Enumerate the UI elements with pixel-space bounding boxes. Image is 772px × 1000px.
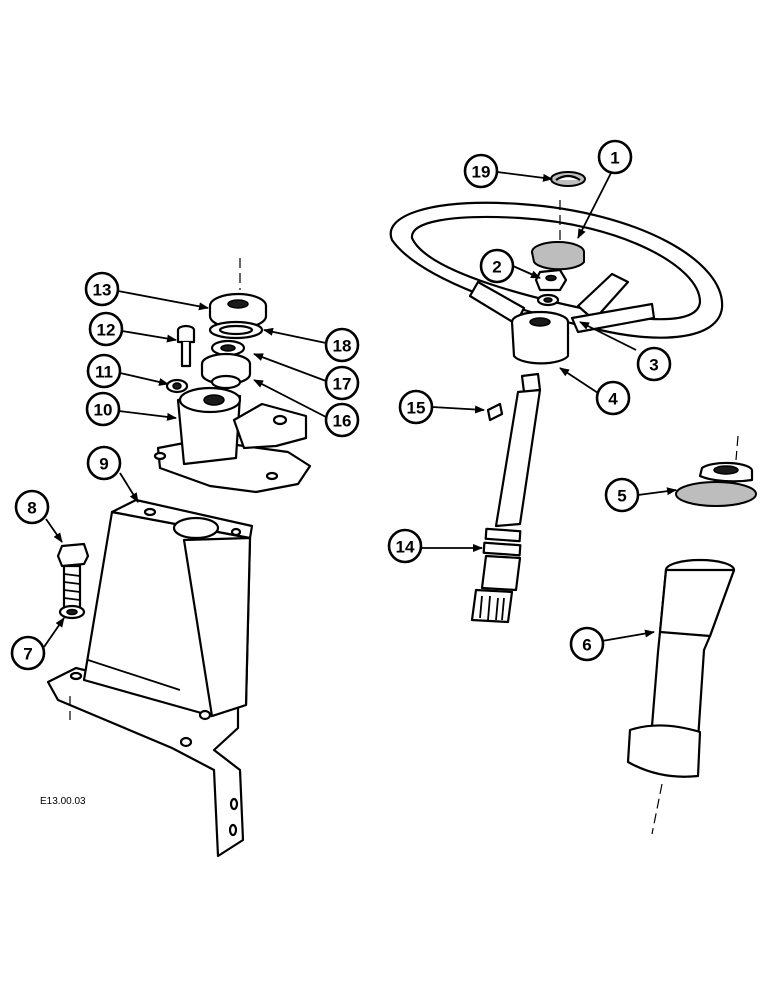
svg-text:6: 6	[582, 636, 591, 655]
bearing-stack	[165, 258, 268, 394]
column-tube	[626, 558, 736, 835]
callout-7: 7	[10, 635, 46, 671]
steering-housing	[153, 386, 312, 494]
callout-14: 14	[387, 528, 423, 564]
callout-4: 4	[595, 380, 631, 416]
callout-13: 13	[84, 271, 120, 307]
svg-text:1: 1	[610, 149, 619, 168]
callout-8: 8	[14, 489, 50, 525]
svg-text:3: 3	[649, 356, 658, 375]
nut-and-washer	[534, 268, 568, 307]
svg-text:15: 15	[407, 399, 426, 418]
callout-2: 2	[479, 248, 515, 284]
svg-text:5: 5	[617, 487, 626, 506]
callout-18: 18	[324, 327, 360, 363]
rubber-boot	[675, 435, 757, 507]
svg-text:13: 13	[93, 281, 112, 300]
callout-17: 17	[324, 365, 360, 401]
steering-shaft	[470, 372, 542, 624]
svg-text:11: 11	[95, 363, 113, 382]
callout-11: 11	[86, 353, 122, 389]
svg-text:12: 12	[97, 321, 116, 340]
callout-5: 5	[604, 477, 640, 513]
svg-text:18: 18	[333, 337, 352, 356]
svg-text:7: 7	[23, 645, 32, 664]
svg-text:10: 10	[94, 401, 113, 420]
svg-text:8: 8	[27, 499, 36, 518]
svg-text:9: 9	[99, 455, 108, 474]
callout-12: 12	[88, 311, 124, 347]
svg-text:16: 16	[333, 412, 352, 431]
callout-3: 3	[636, 346, 672, 382]
mounting-bracket	[46, 498, 254, 858]
callout-1: 1	[597, 139, 633, 175]
leader-lines	[43, 171, 677, 648]
svg-text:2: 2	[492, 258, 501, 277]
drawing-code: E13.00.03	[40, 796, 86, 807]
callout-19: 19	[463, 153, 499, 189]
svg-text:14: 14	[396, 538, 415, 557]
callout-6: 6	[569, 626, 605, 662]
svg-text:4: 4	[608, 390, 618, 409]
callout-10: 10	[85, 391, 121, 427]
callout-9: 9	[86, 445, 122, 481]
callout-16: 16	[324, 402, 360, 438]
emblem-cap	[550, 171, 586, 187]
bolt-and-washer	[56, 542, 90, 720]
svg-text:19: 19	[472, 163, 491, 182]
svg-text:17: 17	[333, 375, 352, 394]
callout-15: 15	[398, 389, 434, 425]
